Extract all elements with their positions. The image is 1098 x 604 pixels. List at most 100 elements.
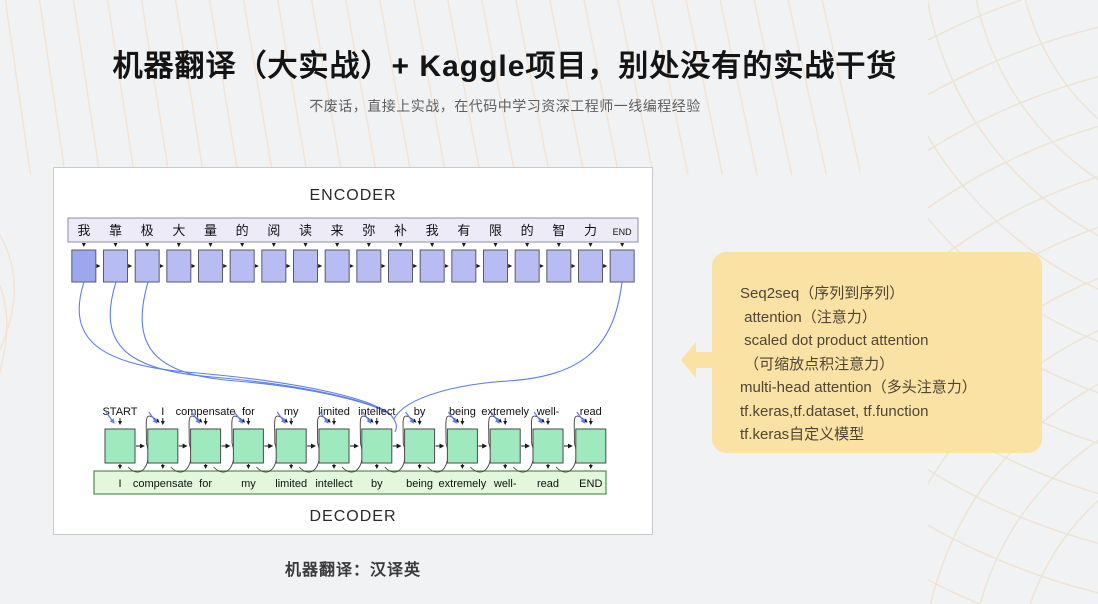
decoder-output-token: END xyxy=(579,478,602,490)
decoder-box xyxy=(532,428,564,464)
callout-line: scaled dot product attention xyxy=(740,332,929,349)
callout-line: tf.keras,tf.dataset, tf.function xyxy=(740,402,929,420)
decoder-output-token: for xyxy=(199,478,212,490)
decoder-attention-arrow xyxy=(490,411,500,424)
decoder-output-token: my xyxy=(241,478,256,490)
callout-line: attention（注意力） xyxy=(740,308,877,326)
decoder-input-word: my xyxy=(284,406,299,418)
decoder-box xyxy=(318,428,350,464)
encoder-token: 的 xyxy=(236,223,249,238)
encoder-box xyxy=(134,249,160,283)
decoder-feedback-loop xyxy=(384,415,417,473)
encoder-token: 力 xyxy=(584,223,597,238)
decoder-box xyxy=(147,428,179,464)
encoder-token: 靠 xyxy=(109,223,122,238)
mesh-curve xyxy=(1029,500,1098,604)
decoder-box xyxy=(190,428,222,464)
decoder-label: DECODER xyxy=(309,508,396,525)
decoder-attention-arrow xyxy=(447,411,457,424)
encoder-token: 弥 xyxy=(362,223,375,238)
mesh-curve xyxy=(1024,0,1098,120)
decoder-attention-arrow xyxy=(576,411,586,424)
decoder-input-word: being xyxy=(449,406,476,418)
decoder-attention-arrow xyxy=(362,411,372,424)
decoder-input-word: compensate xyxy=(176,406,236,418)
decoder-box xyxy=(489,428,521,464)
mesh-curve xyxy=(928,0,1098,237)
decoder-feedback-loop xyxy=(427,415,460,473)
callout-left-arrow-icon xyxy=(681,342,712,378)
encoder-box xyxy=(293,249,318,283)
decoder-input-word: by xyxy=(414,406,426,418)
decoder-output-token: intellect xyxy=(315,478,352,490)
encoder-token-strip xyxy=(67,217,639,243)
attention-curve xyxy=(393,281,623,420)
encoder-token: 阅 xyxy=(267,223,280,238)
encoder-token: 补 xyxy=(394,223,407,238)
decoder-output-token: by xyxy=(371,478,383,490)
decoder-attention-arrow xyxy=(233,411,243,424)
encoder-box xyxy=(324,249,350,283)
callout-line: multi-head attention（多头注意力） xyxy=(740,379,977,396)
decoder-output-token: well- xyxy=(493,478,517,490)
decoder-feedback-loop xyxy=(213,415,246,473)
decoder-box xyxy=(104,428,136,464)
decoder-box xyxy=(275,428,307,464)
page-title: 机器翻译（大实战）+ Kaggle项目，别处没有的实战干货 xyxy=(112,50,898,83)
attention-curve xyxy=(78,281,392,416)
decoder-input-word: limited xyxy=(318,406,350,418)
decoder-input-word: for xyxy=(242,406,255,418)
encoder-token: 量 xyxy=(204,223,217,238)
decoder-box xyxy=(361,428,393,464)
encoder-box xyxy=(609,249,635,283)
decoder-feedback-loop xyxy=(555,415,588,473)
fan-arc xyxy=(0,234,15,351)
decoder-input-word: I xyxy=(161,406,164,418)
encoder-token: 有 xyxy=(457,223,470,238)
decoder-output-token: limited xyxy=(275,478,307,490)
decoder-input-word: extremely xyxy=(481,406,529,418)
callout-line: Seq2seq（序列到序列） xyxy=(740,285,905,302)
encoder-box xyxy=(261,249,287,283)
page-subtitle: 不废话，直接上实战，在代码中学习资深工程师一线编程经验 xyxy=(309,98,701,114)
decoder-input-word: START xyxy=(102,406,137,418)
decoder-attention-arrow xyxy=(405,411,415,424)
decoder-output-token: extremely xyxy=(439,478,487,490)
encoder-box xyxy=(388,249,413,283)
decoder-attention-arrow xyxy=(105,411,115,424)
decoder-input-word: well- xyxy=(536,406,560,418)
decoder-output-strip xyxy=(93,470,607,495)
decoder-output-token: I xyxy=(118,478,121,490)
diagram-caption: 机器翻译：汉译英 xyxy=(284,562,421,579)
encoder-token: 大 xyxy=(172,223,185,238)
attention-curve xyxy=(390,414,397,433)
decoder-feedback-loop xyxy=(470,415,502,473)
decoder-box xyxy=(575,428,607,464)
encoder-token: 我 xyxy=(77,223,90,238)
encoder-box xyxy=(514,249,540,283)
decoder-input-word: intellect xyxy=(358,406,395,418)
decoder-attention-arrow xyxy=(276,411,286,424)
attention-curve xyxy=(141,281,392,416)
decoder-output-token: compensate xyxy=(133,478,193,490)
decoder-box xyxy=(446,428,478,464)
encoder-box xyxy=(166,249,192,283)
decoder-feedback-loop xyxy=(170,415,203,473)
encoder-box xyxy=(71,249,97,283)
encoder-token: 的 xyxy=(521,223,534,238)
encoder-token: 智 xyxy=(552,223,565,238)
encoder-label: ENCODER xyxy=(309,187,396,204)
encoder-box xyxy=(198,249,223,283)
encoder-box xyxy=(451,249,477,283)
decoder-attention-arrow xyxy=(533,411,543,424)
fan-arc xyxy=(0,284,8,374)
decoder-box xyxy=(404,428,436,464)
encoder-token: 读 xyxy=(299,223,312,238)
encoder-box xyxy=(546,249,572,283)
decoder-attention-arrow xyxy=(148,411,158,424)
header: 机器翻译（大实战）+ Kaggle项目，别处没有的实战干货 不废话，直接上实战，… xyxy=(0,48,1010,116)
encoder-box xyxy=(578,249,603,283)
